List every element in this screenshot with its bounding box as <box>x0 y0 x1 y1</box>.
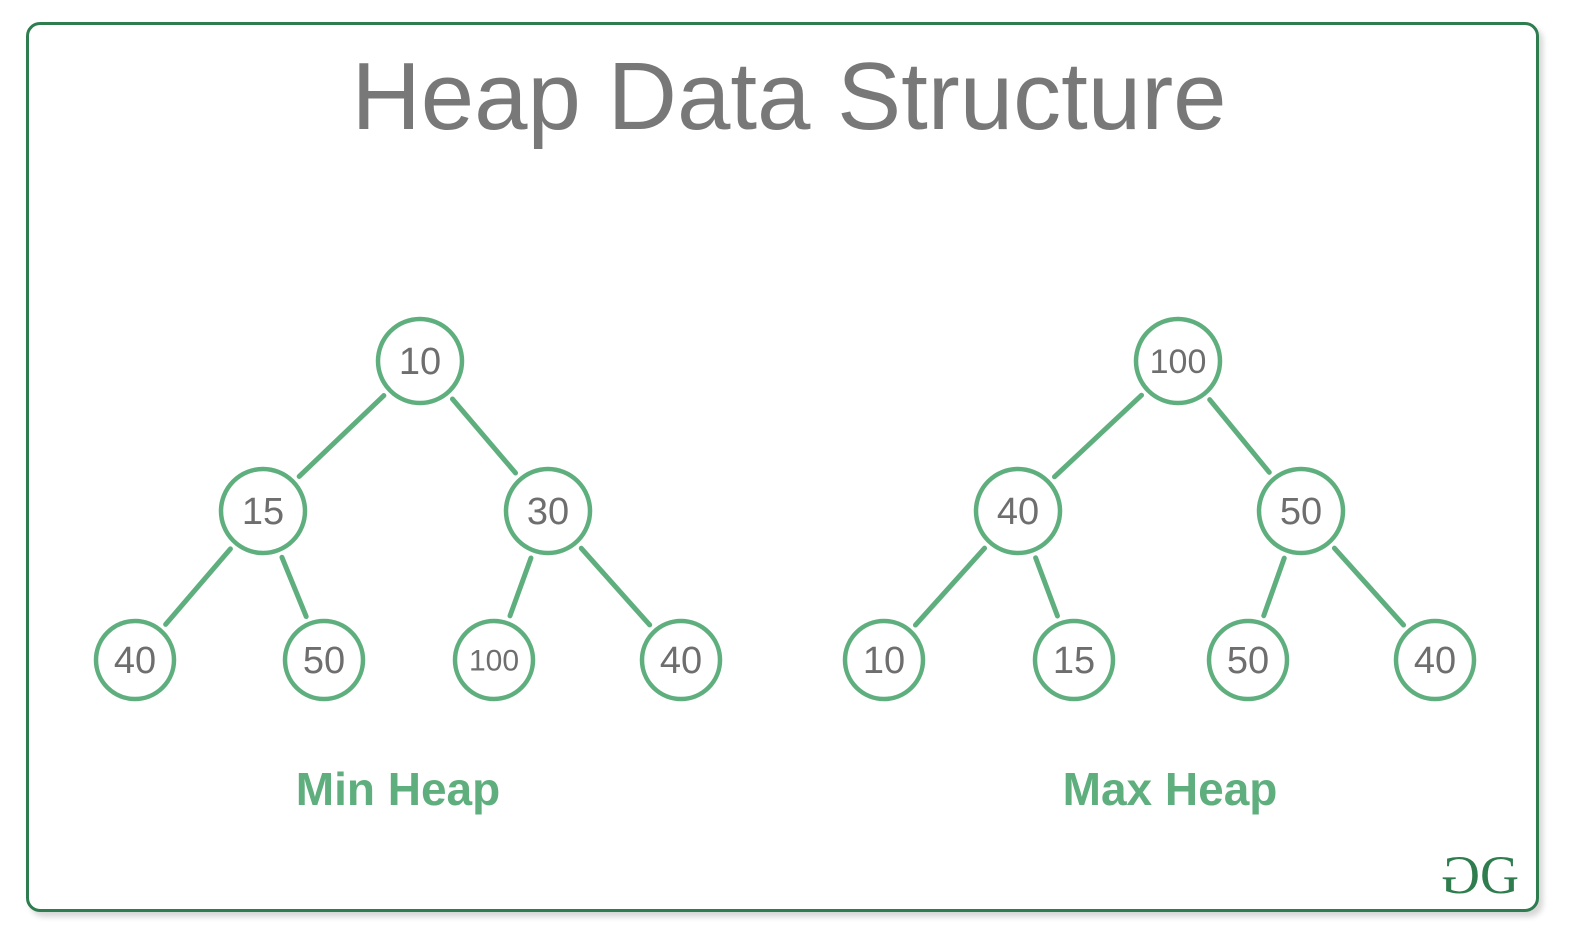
tree-edge <box>1051 392 1145 480</box>
tree-edge <box>163 546 233 627</box>
node-circle <box>842 618 926 702</box>
tree-edge <box>279 554 309 620</box>
node-circle <box>1206 618 1290 702</box>
tree-caption-min-heap: Min Heap <box>296 763 500 815</box>
tree-node[interactable]: 50 <box>282 618 366 702</box>
geeksforgeeks-logo: GG <box>1443 845 1543 905</box>
tree-node[interactable]: 10 <box>375 316 465 406</box>
node-circle <box>973 466 1063 556</box>
tree-node[interactable]: 40 <box>1393 618 1477 702</box>
node-value: 50 <box>303 640 345 682</box>
tree-node[interactable]: 10 <box>842 618 926 702</box>
logo-g-icon: G <box>1480 845 1519 905</box>
node-value: 10 <box>863 640 905 682</box>
node-value: 15 <box>1053 640 1095 682</box>
edges-layer <box>163 392 1407 628</box>
tree-node[interactable]: 40 <box>639 618 723 702</box>
tree-edge <box>1261 555 1287 619</box>
node-value: 100 <box>1150 343 1207 381</box>
content-frame <box>26 22 1539 912</box>
tree-edge <box>912 545 988 628</box>
tree-node[interactable]: 50 <box>1206 618 1290 702</box>
node-circle <box>218 466 308 556</box>
node-circle <box>1133 316 1223 406</box>
node-circle <box>1393 618 1477 702</box>
captions-layer: Min Heap Max Heap <box>296 763 1278 815</box>
tree-node[interactable]: 50 <box>1256 466 1346 556</box>
tree-edge <box>1331 545 1407 628</box>
tree-caption-max-heap: Max Heap <box>1063 763 1278 815</box>
tree-node[interactable]: 15 <box>218 466 308 556</box>
tree-edge <box>1033 555 1060 619</box>
node-value: 40 <box>1414 640 1456 682</box>
node-value: 50 <box>1280 491 1322 533</box>
tree-node[interactable]: 100 <box>452 618 536 702</box>
tree-edge <box>296 393 387 479</box>
tree-node[interactable]: 40 <box>93 618 177 702</box>
tree-edge <box>449 396 519 476</box>
tree-node[interactable]: 100 <box>1133 316 1223 406</box>
nodes-layer: 10 15 30 40 50 100 40 100 40 50 10 15 50 40 <box>93 316 1477 702</box>
tree-edge <box>507 555 534 619</box>
tree-node[interactable]: 15 <box>1032 618 1116 702</box>
node-circle <box>452 618 536 702</box>
node-circle <box>1032 618 1116 702</box>
node-circle <box>1256 466 1346 556</box>
node-circle <box>282 618 366 702</box>
tree-node[interactable]: 40 <box>973 466 1063 556</box>
node-value: 100 <box>469 645 519 678</box>
node-circle <box>93 618 177 702</box>
node-value: 50 <box>1227 640 1269 682</box>
node-circle <box>639 618 723 702</box>
tree-edge <box>578 545 653 628</box>
node-circle <box>375 316 465 406</box>
node-value: 15 <box>242 491 284 533</box>
tree-edge <box>1207 397 1272 475</box>
logo-mirrored-g-icon: G <box>1443 845 1480 905</box>
node-value: 10 <box>399 341 441 383</box>
node-value: 40 <box>114 640 156 682</box>
node-value: 30 <box>527 491 569 533</box>
page-title: Heap Data Structure <box>351 43 1227 150</box>
tree-node[interactable]: 30 <box>503 466 593 556</box>
node-value: 40 <box>997 491 1039 533</box>
node-circle <box>503 466 593 556</box>
node-value: 40 <box>660 640 702 682</box>
